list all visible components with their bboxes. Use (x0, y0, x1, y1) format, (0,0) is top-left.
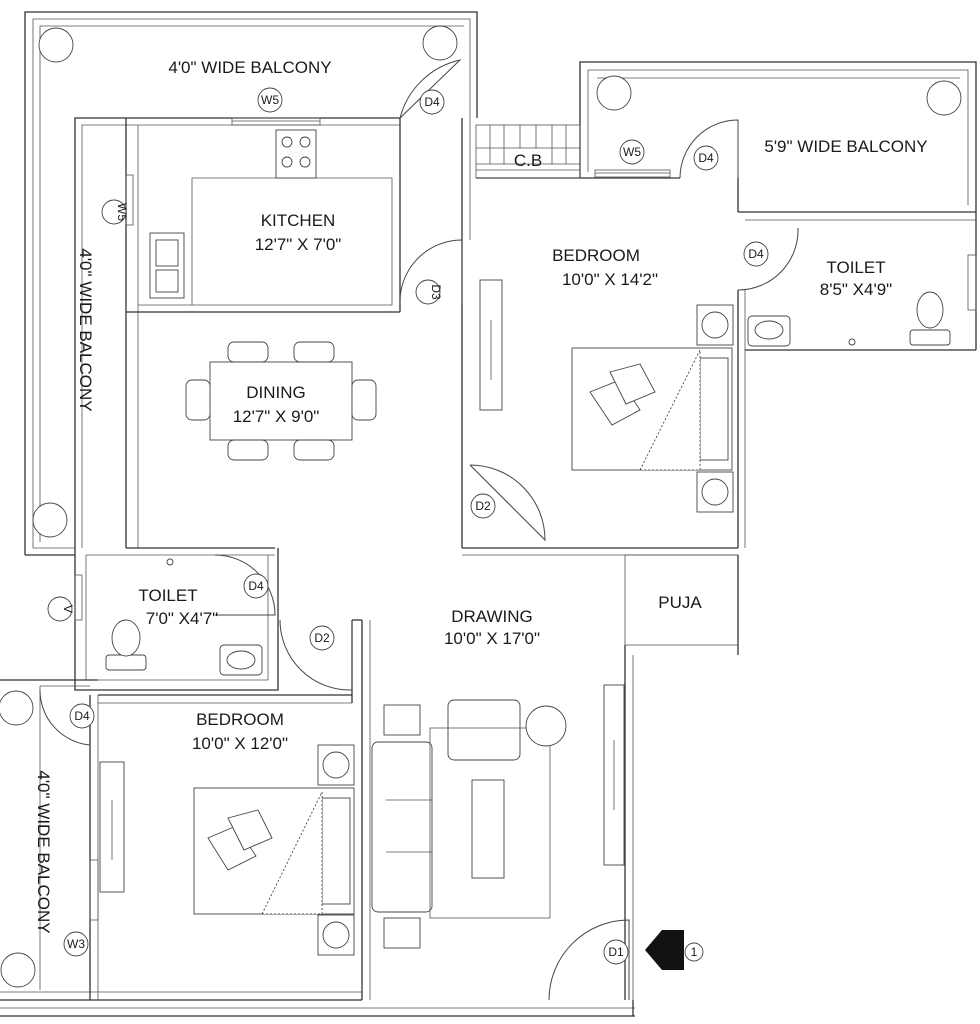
bed-main (571, 304, 734, 513)
dining-name: DINING (246, 383, 306, 402)
tag-d3: D3 (429, 284, 443, 300)
drawing-name: DRAWING (451, 607, 533, 626)
wardrobe-main (479, 279, 503, 411)
living-furniture (371, 684, 625, 949)
bedroom-second-name: BEDROOM (196, 710, 284, 729)
drawing-size: 10'0" X 17'0" (444, 629, 540, 648)
plant-icon (38, 27, 74, 63)
plant-icon (0, 952, 36, 988)
tag-d4: D4 (748, 247, 764, 261)
tag-d1: D1 (608, 945, 624, 959)
walls (0, 11, 977, 1017)
dining-table (185, 341, 377, 461)
balcony-top-label: 4'0" WIDE BALCONY (168, 58, 331, 77)
toilet-main-size: 8'5" X4'9" (820, 280, 892, 299)
bed-second (193, 744, 355, 956)
bedroom-main-size: 10'0" X 14'2" (562, 270, 658, 289)
tag-v: V (61, 605, 75, 613)
tag-entry: 1 (691, 945, 698, 959)
entry-arrow-icon (645, 930, 684, 970)
tag-d4: D4 (424, 95, 440, 109)
kitchen-size: 12'7" X 7'0" (255, 235, 342, 254)
tag-w5: W5 (261, 93, 279, 107)
toilet-small-size: 7'0" X4'7" (146, 609, 218, 628)
balcony-top-right-label: 5'9" WIDE BALCONY (764, 137, 927, 156)
bedroom-second-size: 10'0" X 12'0" (192, 734, 288, 753)
plant-icons (0, 25, 962, 988)
plant-icon (926, 80, 962, 116)
tag-d4: D4 (248, 579, 264, 593)
puja-label: PUJA (658, 593, 702, 612)
balcony-left-label: 4'0" WIDE BALCONY (76, 248, 95, 411)
kitchen-sink (149, 232, 185, 299)
tag-d2: D2 (475, 499, 491, 513)
tag-circles (47, 87, 769, 965)
stove (275, 129, 317, 179)
dining-size: 12'7" X 9'0" (233, 407, 320, 426)
tag-w3: W3 (67, 937, 85, 951)
tag-d2: D2 (314, 631, 330, 645)
balcony-bottom-left-label: 4'0" WIDE BALCONY (34, 770, 53, 933)
kitchen-name: KITCHEN (261, 211, 336, 230)
windows (74, 117, 977, 921)
bedroom-main-name: BEDROOM (552, 246, 640, 265)
plant-icon (525, 705, 567, 747)
cb-label: C.B (514, 151, 542, 170)
plant-icon (596, 75, 632, 111)
tag-d4: D4 (74, 709, 90, 723)
tag-w5: W5 (623, 145, 641, 159)
plant-icon (422, 25, 458, 61)
toilet-main-name: TOILET (826, 258, 885, 277)
labels: 4'0" WIDE BALCONY 5'9" WIDE BALCONY 4'0"… (34, 58, 928, 959)
toilet-small-fixtures (105, 558, 263, 676)
tag-w5: W5 (115, 203, 129, 221)
plant-icon (0, 690, 34, 726)
plant-icon (32, 502, 68, 538)
tag-d4: D4 (698, 151, 714, 165)
toilet-small-name: TOILET (138, 586, 197, 605)
wardrobe-second (99, 761, 125, 893)
toilet-main-fixtures (747, 291, 951, 347)
dining-chairs (185, 341, 377, 461)
